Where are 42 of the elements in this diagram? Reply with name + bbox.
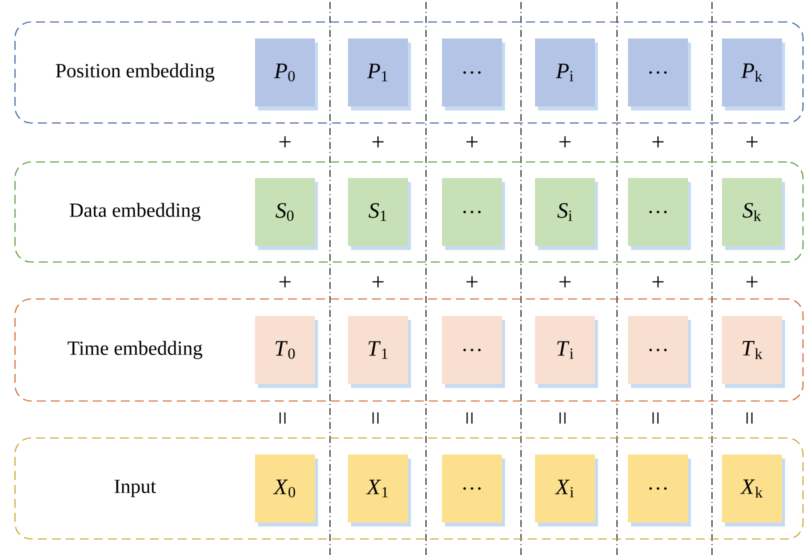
plus-sign: + (279, 136, 291, 148)
plus-sign: + (652, 276, 664, 288)
plus-sign: + (559, 276, 571, 288)
embedding-square: … (628, 316, 691, 388)
equals-sign: = (560, 412, 566, 424)
embedding-square: P$_{i}$ (535, 38, 598, 110)
embedding-square: … (442, 38, 505, 110)
plus-sign: + (279, 276, 291, 288)
equals-sign: = (466, 412, 473, 424)
embedding-square: … (442, 178, 505, 250)
embedding-square: T$_{k}$ (722, 316, 785, 388)
embedding-square: T$_{0}$ (255, 316, 318, 388)
plus-sign: + (652, 136, 664, 148)
embedding-square: … (628, 178, 691, 250)
embedding-square: … (628, 454, 691, 526)
embedding-square: X$_{k}$ (722, 454, 785, 526)
embedding-square: X$_{i}$ (535, 454, 598, 526)
plus-sign: + (746, 276, 758, 288)
plus-sign: + (466, 276, 478, 288)
embedding-square: … (442, 316, 505, 388)
equals-sign: = (280, 412, 286, 424)
embedding-square: S$_{1}$ (348, 178, 411, 250)
embedding-square: P$_{0}$ (255, 38, 318, 110)
equals-sign: = (652, 412, 659, 424)
plus-sign: + (466, 136, 478, 148)
embedding-square: T$_{1}$ (348, 316, 411, 388)
plus-sign: + (372, 276, 384, 288)
equals-sign: = (372, 412, 379, 424)
plus-sign: + (372, 136, 384, 148)
embedding-square: P$_{1}$ (348, 38, 411, 110)
plus-sign: + (559, 136, 571, 148)
embedding-square: X$_{1}$ (348, 454, 411, 526)
embedding-square: S$_{i}$ (535, 178, 598, 250)
equals-sign: = (746, 412, 753, 424)
embedding-square: P$_{k}$ (722, 38, 785, 110)
embedding-square: S$_{0}$ (255, 178, 318, 250)
embedding-square: X$_{0}$ (255, 454, 318, 526)
embedding-square: T$_{i}$ (535, 316, 598, 388)
embedding-square: S$_{k}$ (722, 178, 785, 250)
plus-sign: + (746, 136, 758, 148)
embedding-square: … (442, 454, 505, 526)
embedding-square: … (628, 38, 691, 110)
